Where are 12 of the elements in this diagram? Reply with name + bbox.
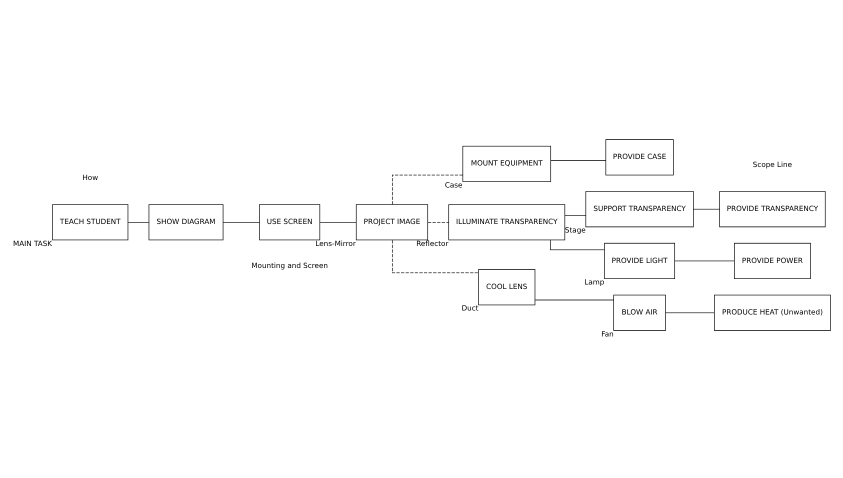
connector <box>665 312 714 314</box>
connector <box>693 208 720 210</box>
connector <box>392 174 463 205</box>
connector <box>550 240 605 250</box>
connector <box>550 160 606 161</box>
connector <box>674 260 735 262</box>
connector <box>564 215 586 216</box>
connector <box>392 240 479 274</box>
connector <box>428 222 449 223</box>
connector <box>128 222 150 223</box>
connector <box>222 222 260 223</box>
connector <box>320 222 356 223</box>
